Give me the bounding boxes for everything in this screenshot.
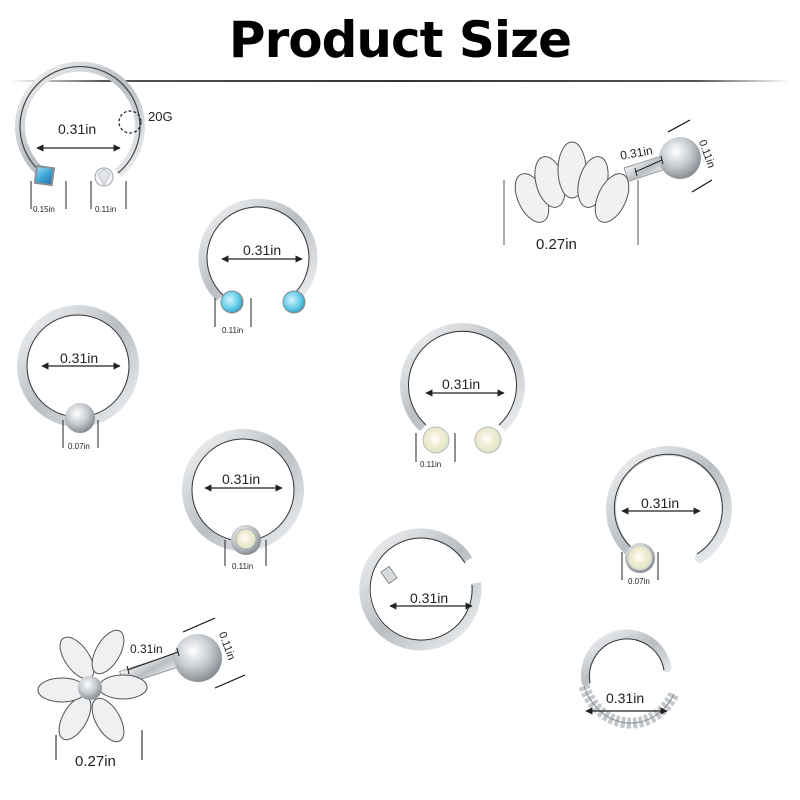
- gauge-label: 20G: [148, 109, 173, 124]
- crown-barbell: 0.31in 0.11in 0.27in: [490, 110, 720, 260]
- horseshoe-ring-icon: [400, 323, 525, 462]
- captive-bead-ring-icon: [17, 305, 139, 448]
- flower-barbell: 0.31in 0.11in 0.27in: [20, 600, 260, 790]
- title-divider: [10, 80, 790, 82]
- stone-size-label: 0.11in: [95, 205, 117, 214]
- horseshoe-square-opal: 0.31in 20G 0.15in 0.11in: [0, 61, 200, 225]
- captive-ball-ab: 0.31in 0.11in: [170, 420, 320, 580]
- diameter-label: 0.31in: [641, 495, 680, 511]
- stone-size-label: 0.07in: [628, 577, 650, 586]
- diameter-label: 0.31in: [222, 471, 261, 487]
- bead-size-label: 0.11in: [232, 562, 254, 571]
- horseshoe-ring-icon: [15, 61, 145, 209]
- nose-ring-ab: 0.31in 0.07in: [590, 440, 740, 590]
- captive-ball-plain: 0.31in 0.07in: [0, 300, 160, 460]
- bead-size-label: 0.07in: [68, 442, 90, 451]
- hinged-ring-icon: [359, 528, 482, 651]
- stone-size-label: 0.15in: [33, 205, 55, 214]
- captive-bead-ring-icon: [182, 429, 304, 566]
- ball-size-label: 0.11in: [420, 460, 442, 469]
- horseshoe-ab-opal: 0.31in 0.11in: [390, 323, 540, 480]
- crown-barbell-icon: [503, 119, 713, 245]
- twisted-clicker: 0.31in: [550, 610, 710, 790]
- hinged-clicker: 0.31in: [359, 528, 490, 670]
- ball-size-label: 0.11in: [222, 326, 244, 335]
- flower-barbell-icon: [37, 617, 246, 760]
- diameter-label: 0.31in: [442, 376, 481, 392]
- page-title: Product Size: [228, 11, 572, 69]
- diameter-label: 0.31in: [60, 350, 99, 366]
- open-ring-icon: [605, 446, 732, 580]
- diameter-label: 0.31in: [410, 590, 449, 606]
- twisted-hinged-ring-icon: [578, 629, 679, 729]
- top-width-label: 0.27in: [75, 753, 116, 770]
- diameter-label: 0.31in: [58, 121, 97, 137]
- horseshoe-aqua: 0.31in 0.11in: [190, 190, 340, 340]
- horseshoe-ring-icon: [198, 198, 318, 327]
- bar-length-label: 0.31in: [130, 642, 163, 656]
- diameter-label: 0.31in: [243, 242, 282, 258]
- diameter-label: 0.31in: [606, 690, 645, 706]
- top-width-label: 0.27in: [536, 236, 577, 253]
